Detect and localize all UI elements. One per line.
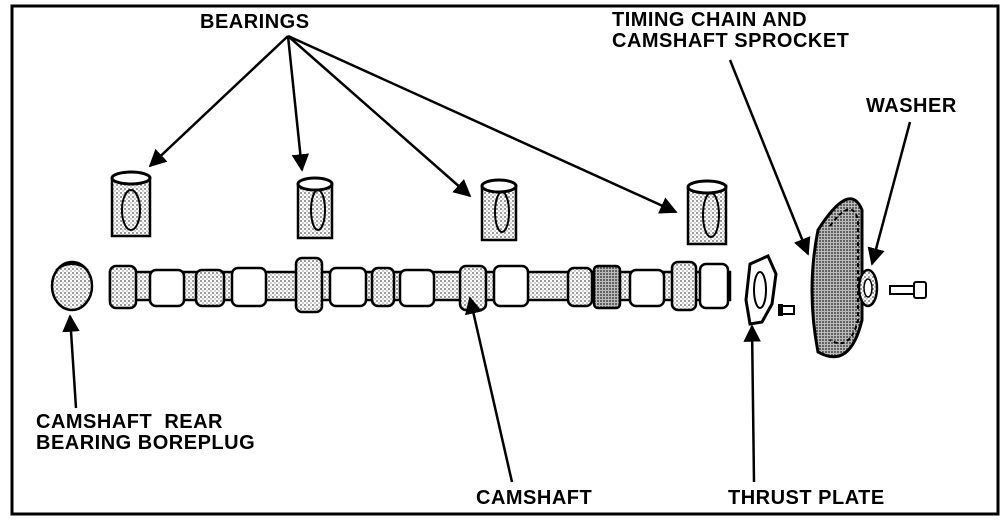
leader-bearing-2 [286,35,310,172]
label-timing-chain-line2: CAMSHAFT SPROCKET [612,30,850,52]
leader-bearing-3 [287,35,472,198]
label-washer: WASHER [866,96,957,117]
label-bearings: BEARINGS [200,12,310,33]
camshaft [108,256,732,314]
washer [857,268,879,308]
bearing-1 [110,170,152,238]
bearing-2 [296,176,334,240]
leader-bearing-4 [287,34,678,214]
label-bore-plug: CAMSHAFT REAR BEARING BOREPLUG [36,412,255,454]
bearing-4 [686,179,728,246]
label-timing-chain-line1: TIMING CHAIN AND [612,9,808,31]
sprocket-bolt [889,281,927,299]
camshaft-sprocket [810,197,864,359]
label-bore-plug-line2: BEARING BOREPLUG [36,432,256,454]
leader-timing-chain [728,59,811,256]
leader-thrust-plate [743,324,761,483]
label-camshaft-text: CAMSHAFT [476,487,593,509]
label-thrust-plate-text: THRUST PLATE [728,487,885,509]
bore-plug [50,260,94,312]
bearing-3 [480,178,518,242]
label-camshaft: CAMSHAFT [476,488,592,509]
label-thrust-plate: THRUST PLATE [728,488,885,509]
leader-camshaft [464,296,514,483]
thrust-plate [744,254,778,326]
small-bolt [778,304,795,316]
leader-washer [867,121,912,266]
diagram-frame [10,4,1000,516]
leader-bearing-1 [148,35,289,168]
label-bore-plug-line1: CAMSHAFT REAR [36,411,223,433]
label-bearings-text: BEARINGS [200,11,310,33]
label-timing-chain-sprocket: TIMING CHAIN AND CAMSHAFT SPROCKET [612,10,849,52]
label-washer-text: WASHER [866,95,957,117]
leader-lines [62,34,912,483]
leader-bore-plug [62,314,80,409]
